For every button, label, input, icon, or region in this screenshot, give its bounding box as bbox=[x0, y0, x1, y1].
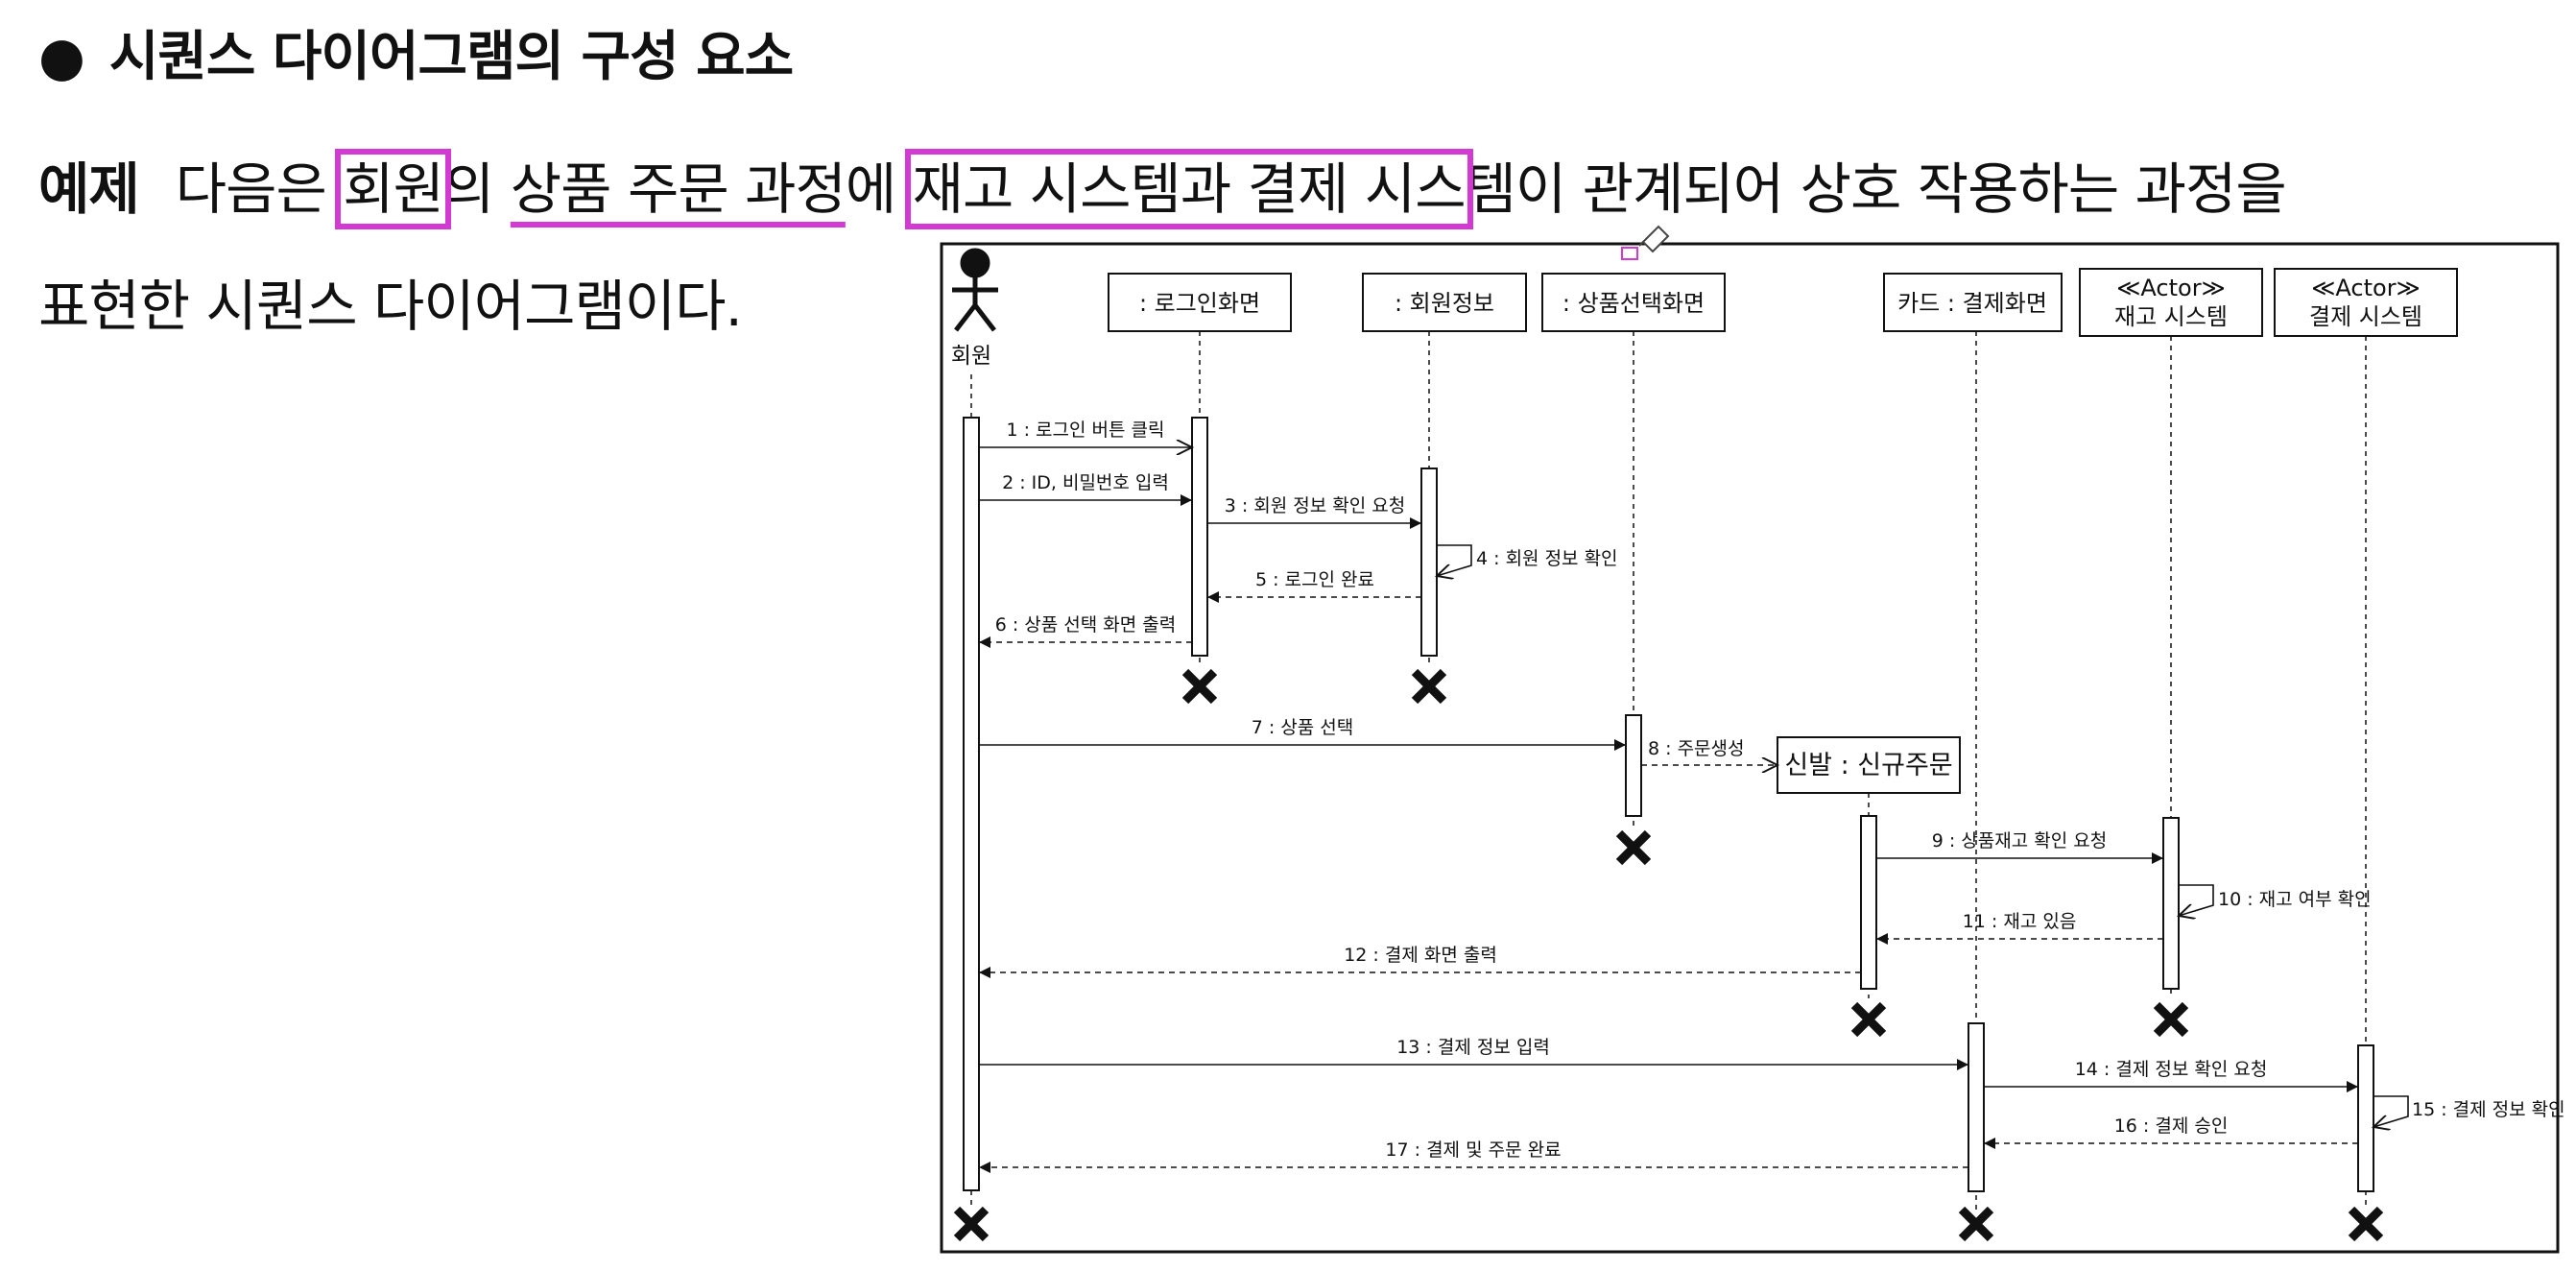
destroy-mark-login bbox=[1181, 668, 1218, 705]
lifeline-label-product: : 상품선택화면 bbox=[1562, 290, 1705, 317]
lifeline-label-order: 신발 : 신규주문 bbox=[1784, 751, 1952, 780]
lifeline-box-member bbox=[1362, 273, 1527, 332]
activation-actor bbox=[963, 417, 980, 1191]
example-text-2: 의 bbox=[443, 156, 511, 222]
message-label-15: 15 : 결제 정보 확인 bbox=[2412, 1099, 2565, 1120]
activation-product bbox=[1625, 714, 1642, 817]
message-label-14: 14 : 결제 정보 확인 요청 bbox=[2075, 1059, 2268, 1080]
lifeline-box-login bbox=[1108, 273, 1292, 332]
example-text-3: 에 bbox=[845, 156, 913, 222]
highlight-order-process: 상품 주문 과정 bbox=[510, 156, 847, 222]
section-heading: ● 시퀀스 다이어그램의 구성 요소 bbox=[38, 13, 794, 91]
destroy-mark-stock bbox=[2153, 1001, 2189, 1038]
highlight-member: 회원 bbox=[335, 149, 451, 229]
lifeline-box-product bbox=[1541, 273, 1726, 332]
destroy-mark-product bbox=[1615, 829, 1652, 866]
destroy-mark-member bbox=[1411, 668, 1447, 705]
lifeline-box-payscreen bbox=[1883, 273, 2063, 332]
message-label-16: 16 : 결제 승인 bbox=[2114, 1115, 2229, 1137]
message-arrow-15 bbox=[2373, 1095, 2409, 1127]
lifeline-label-member: : 회원정보 bbox=[1395, 290, 1494, 317]
activation-stock bbox=[2162, 817, 2180, 990]
message-label-11: 11 : 재고 있음 bbox=[1963, 911, 2077, 932]
lifeline-stereotype-stock: ≪Actor≫ bbox=[2116, 275, 2225, 301]
diagram-frame bbox=[940, 242, 2560, 1254]
destroy-mark-payscreen bbox=[1958, 1206, 1994, 1242]
activation-payscreen bbox=[1968, 1022, 1985, 1192]
actor-figure bbox=[952, 248, 998, 332]
message-label-1: 1 : 로그인 버튼 클릭 bbox=[1006, 420, 1164, 441]
message-label-10: 10 : 재고 여부 확인 bbox=[2218, 889, 2372, 910]
message-label-8: 8 : 주문생성 bbox=[1648, 738, 1745, 759]
message-label-2: 2 : ID, 비밀번호 입력 bbox=[1002, 472, 1169, 493]
message-arrow-4 bbox=[1437, 544, 1472, 576]
example-text-4: 템이 관계되어 상호 작용하는 과정을 bbox=[1465, 156, 2287, 222]
message-label-7: 7 : 상품 선택 bbox=[1252, 717, 1354, 738]
lifeline-label-stock: 재고 시스템 bbox=[2114, 303, 2228, 330]
example-text-1: 다음은 bbox=[175, 156, 344, 222]
pen-cursor-icon bbox=[1621, 225, 1670, 260]
message-label-5: 5 : 로그인 완료 bbox=[1255, 569, 1374, 590]
heading-text: 시퀀스 다이어그램의 구성 요소 bbox=[108, 26, 794, 88]
message-label-17: 17 : 결제 및 주문 완료 bbox=[1385, 1139, 1561, 1161]
lifeline-label-login: : 로그인화면 bbox=[1139, 290, 1260, 317]
message-label-9: 9 : 상품재고 확인 요청 bbox=[1932, 830, 2108, 851]
destroy-mark-actor bbox=[953, 1206, 990, 1242]
lifeline-box-stock bbox=[2079, 268, 2263, 337]
message-label-6: 6 : 상품 선택 화면 출력 bbox=[995, 614, 1177, 636]
activation-order bbox=[1860, 815, 1877, 990]
example-line-1: 예제 다음은 회원의 상품 주문 과정에 재고 시스템과 결제 시스템이 관계되어… bbox=[38, 144, 2287, 229]
activation-login bbox=[1191, 417, 1208, 657]
destroy-mark-pay bbox=[2348, 1206, 2384, 1242]
message-label-12: 12 : 결제 화면 출력 bbox=[1344, 945, 1497, 966]
message-label-13: 13 : 결제 정보 입력 bbox=[1396, 1037, 1550, 1058]
message-arrow-10 bbox=[2179, 884, 2214, 916]
lifeline-label-payscreen: 카드 : 결제화면 bbox=[1897, 290, 2047, 317]
example-line-2: 표현한 시퀀스 다이어그램이다. bbox=[38, 274, 743, 339]
bullet-icon: ● bbox=[38, 26, 85, 88]
destroy-mark-order bbox=[1850, 1001, 1887, 1038]
activation-member bbox=[1420, 468, 1438, 657]
activation-pay bbox=[2357, 1044, 2374, 1192]
actor-label: 회원 bbox=[951, 344, 991, 369]
message-label-3: 3 : 회원 정보 확인 요청 bbox=[1225, 495, 1406, 516]
lifeline-label-pay: 결제 시스템 bbox=[2309, 303, 2422, 330]
message-label-4: 4 : 회원 정보 확인 bbox=[1476, 548, 1618, 569]
highlight-systems: 재고 시스템과 결제 시스 bbox=[904, 149, 1473, 229]
lifeline-stereotype-pay: ≪Actor≫ bbox=[2311, 275, 2420, 301]
example-label: 예제 bbox=[38, 156, 140, 222]
lifeline-box-pay bbox=[2274, 268, 2458, 337]
